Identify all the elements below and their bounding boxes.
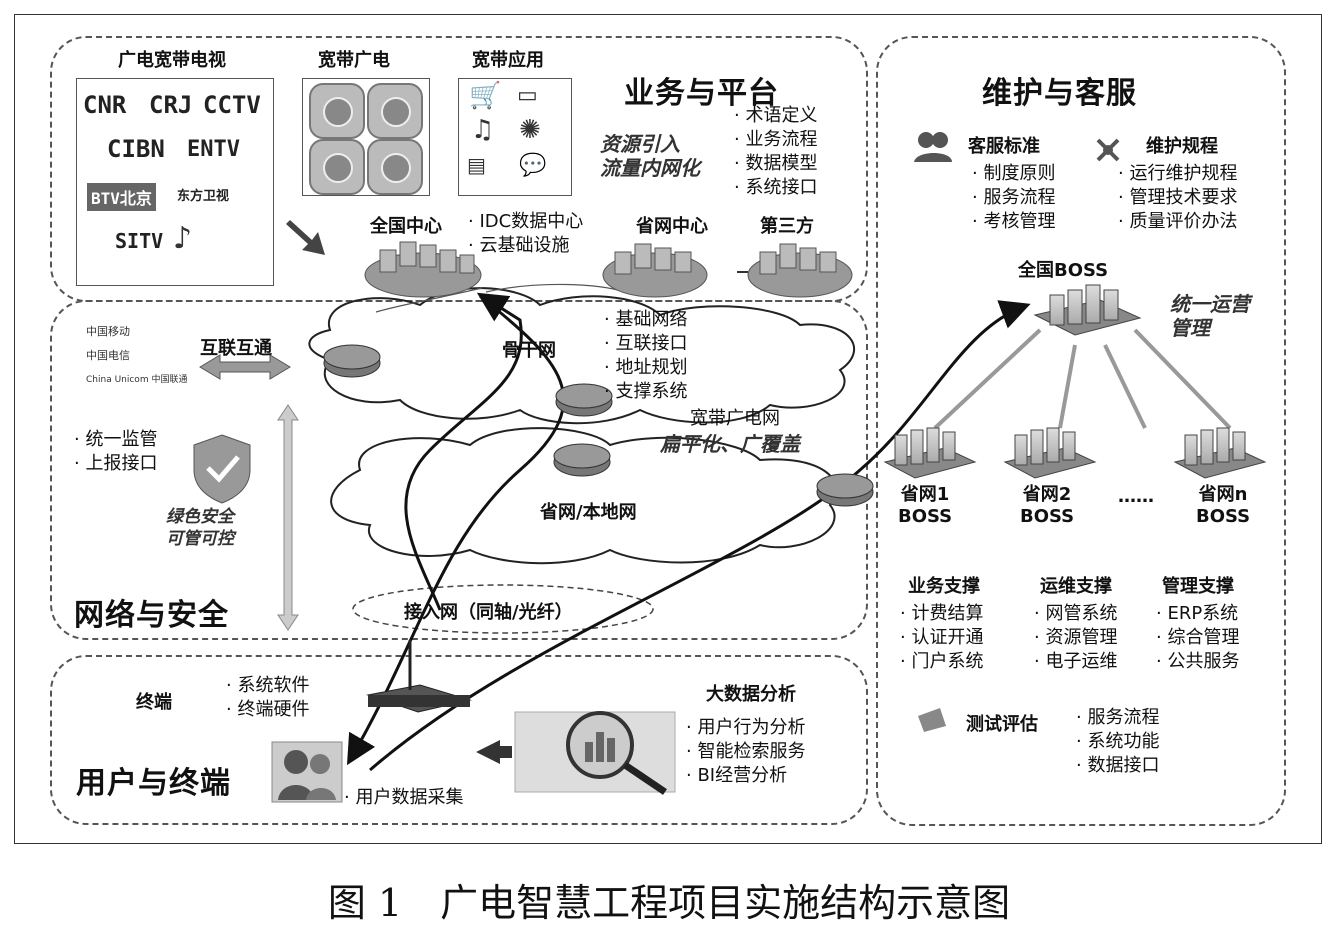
broadband-net-slogan: 扁平化、广覆盖 <box>660 432 800 456</box>
maint-rules-heading: 维护规程 <box>1146 136 1218 157</box>
globe-tile-icon <box>309 83 365 139</box>
province-center-label: 省网中心 <box>636 216 708 237</box>
service-icons <box>914 132 1120 732</box>
support-management: 管理支撑 ERP系统 综合管理 公共服务 <box>1156 572 1239 674</box>
third-party-label: 第三方 <box>760 216 814 237</box>
carrier-logos: 中国移动 中国电信 China Unicom 中国联通 <box>86 320 187 392</box>
province-local-label: 省网/本地网 <box>540 502 637 523</box>
shield-graphic <box>193 434 251 504</box>
test-bullets: 服务流程 系统功能 数据接口 <box>1076 706 1159 778</box>
platform-bullets: 术语定义 业务流程 数据模型 系统接口 <box>734 104 817 200</box>
backbone-label: 骨干网 <box>502 340 556 361</box>
broadband-net-label: 宽带广电网 <box>690 408 780 429</box>
broadband-tv-heading: 广电宽带电视 <box>118 50 226 71</box>
center-bullets: IDC数据中心 云基础设施 <box>468 210 583 258</box>
safety-arrow <box>277 404 299 631</box>
news-icon: ▤ <box>467 153 486 177</box>
cart-icon: 🛒 <box>469 81 502 111</box>
maintenance-service-panel <box>876 36 1286 826</box>
logo-entv: ENTV <box>187 137 240 162</box>
carrier-unicom: China Unicom 中国联通 <box>86 375 188 385</box>
bigdata-heading: 大数据分析 <box>706 684 796 705</box>
server-clusters <box>364 241 853 298</box>
support-ops: 运维支撑 网管系统 资源管理 电子运维 <box>1034 572 1117 674</box>
touch-tile-icon <box>309 139 365 195</box>
maintenance-title: 维护与客服 <box>982 76 1137 111</box>
logo-cctv: CCTV <box>203 91 261 119</box>
user-avatars <box>271 741 343 803</box>
broadband-gd-box <box>302 78 430 196</box>
broadband-app-heading: 宽带应用 <box>472 50 544 71</box>
terminal-label: 终端 <box>136 692 172 713</box>
chat-icon: 💬 <box>519 153 547 178</box>
boss-node-2: 省网2 BOSS <box>1020 484 1075 527</box>
network-security-panel <box>50 300 868 640</box>
broadband-app-box: 🛒 ▭ ♫ ✺ ▤ 💬 <box>458 78 572 196</box>
logo-cnr: CNR <box>83 91 127 119</box>
logo-cibn: CIBN <box>107 135 165 163</box>
interconnect-arrow <box>199 354 291 380</box>
maint-bullets: 运行维护规程 管理技术要求 质量评价办法 <box>1118 162 1237 234</box>
carrier-telecom: 中国电信 <box>86 349 130 362</box>
access-network-label: 接入网（同轴/光纤） <box>404 602 573 623</box>
supervision-bullets: 统一监管 上报接口 <box>74 428 157 476</box>
monitor-tile-icon <box>367 83 423 139</box>
cs-standard-heading: 客服标准 <box>968 136 1040 157</box>
bigdata-bullets: 用户行为分析 智能检索服务 BI经营分析 <box>686 716 805 788</box>
terminal-device <box>366 640 472 713</box>
bigdata-arrow <box>476 740 512 764</box>
bigdata-graphic <box>514 711 676 795</box>
user-terminal-panel <box>50 655 868 825</box>
national-center-label: 全国中心 <box>370 216 442 237</box>
user-collect-bullet: 用户数据采集 <box>344 786 463 810</box>
logo-sitv: SITV <box>115 229 164 253</box>
safety-slogan: 绿色安全 可管可控 <box>166 507 234 549</box>
flow-arrow-1 <box>404 292 523 611</box>
backbone-bullets: 基础网络 互联接口 地址规划 支撑系统 <box>604 308 687 404</box>
broadband-gd-heading: 宽带广电 <box>318 50 390 71</box>
content-arrow <box>286 220 325 255</box>
unified-ops-slogan: 统一运营 管理 <box>1170 292 1250 340</box>
boss-node-1: 省网1 BOSS <box>898 484 953 527</box>
network-security-title: 网络与安全 <box>74 598 229 633</box>
cs-bullets: 制度原则 服务流程 考核管理 <box>972 162 1055 234</box>
router-icons <box>323 344 874 507</box>
boss-node-n: 省网n BOSS <box>1196 484 1251 527</box>
music-logo-icon: ♪ <box>173 221 193 256</box>
national-boss-label: 全国BOSS <box>1018 260 1109 281</box>
terminal-bullets: 系统软件 终端硬件 <box>226 674 309 722</box>
music-icon: ♫ <box>471 115 495 145</box>
target-tile-icon <box>367 139 423 195</box>
boss-ellipsis: …… <box>1118 486 1154 507</box>
interconnect-label: 互联互通 <box>200 338 272 359</box>
figure-caption: 图 1 广电智慧工程项目实施结构示意图 <box>327 881 1011 925</box>
tv-logos-box: CNR CRJ CCTV CIBN ENTV BTV北京 东方卫视 SITV ♪ <box>76 78 274 286</box>
province-cloud <box>330 427 837 565</box>
resource-slogan: 资源引入 流量内网化 <box>600 132 700 180</box>
molecule-icon: ✺ <box>519 115 541 145</box>
flow-arrow-3 <box>369 300 1031 772</box>
logo-btv: BTV北京 <box>87 183 156 211</box>
test-eval-heading: 测试评估 <box>966 714 1038 735</box>
figure-frame <box>14 14 1322 844</box>
logo-crj: CRJ <box>149 91 193 119</box>
backbone-cloud <box>308 287 856 425</box>
boss-servers <box>883 284 1267 479</box>
logo-dongfang: 东方卫视 <box>177 189 230 204</box>
carrier-mobile: 中国移动 <box>86 325 130 338</box>
user-terminal-title: 用户与终端 <box>76 766 231 801</box>
support-business: 业务支撑 计费结算 认证开通 门户系统 <box>900 572 983 674</box>
flow-arrow-2 <box>346 294 565 766</box>
card-icon: ▭ <box>517 83 538 108</box>
